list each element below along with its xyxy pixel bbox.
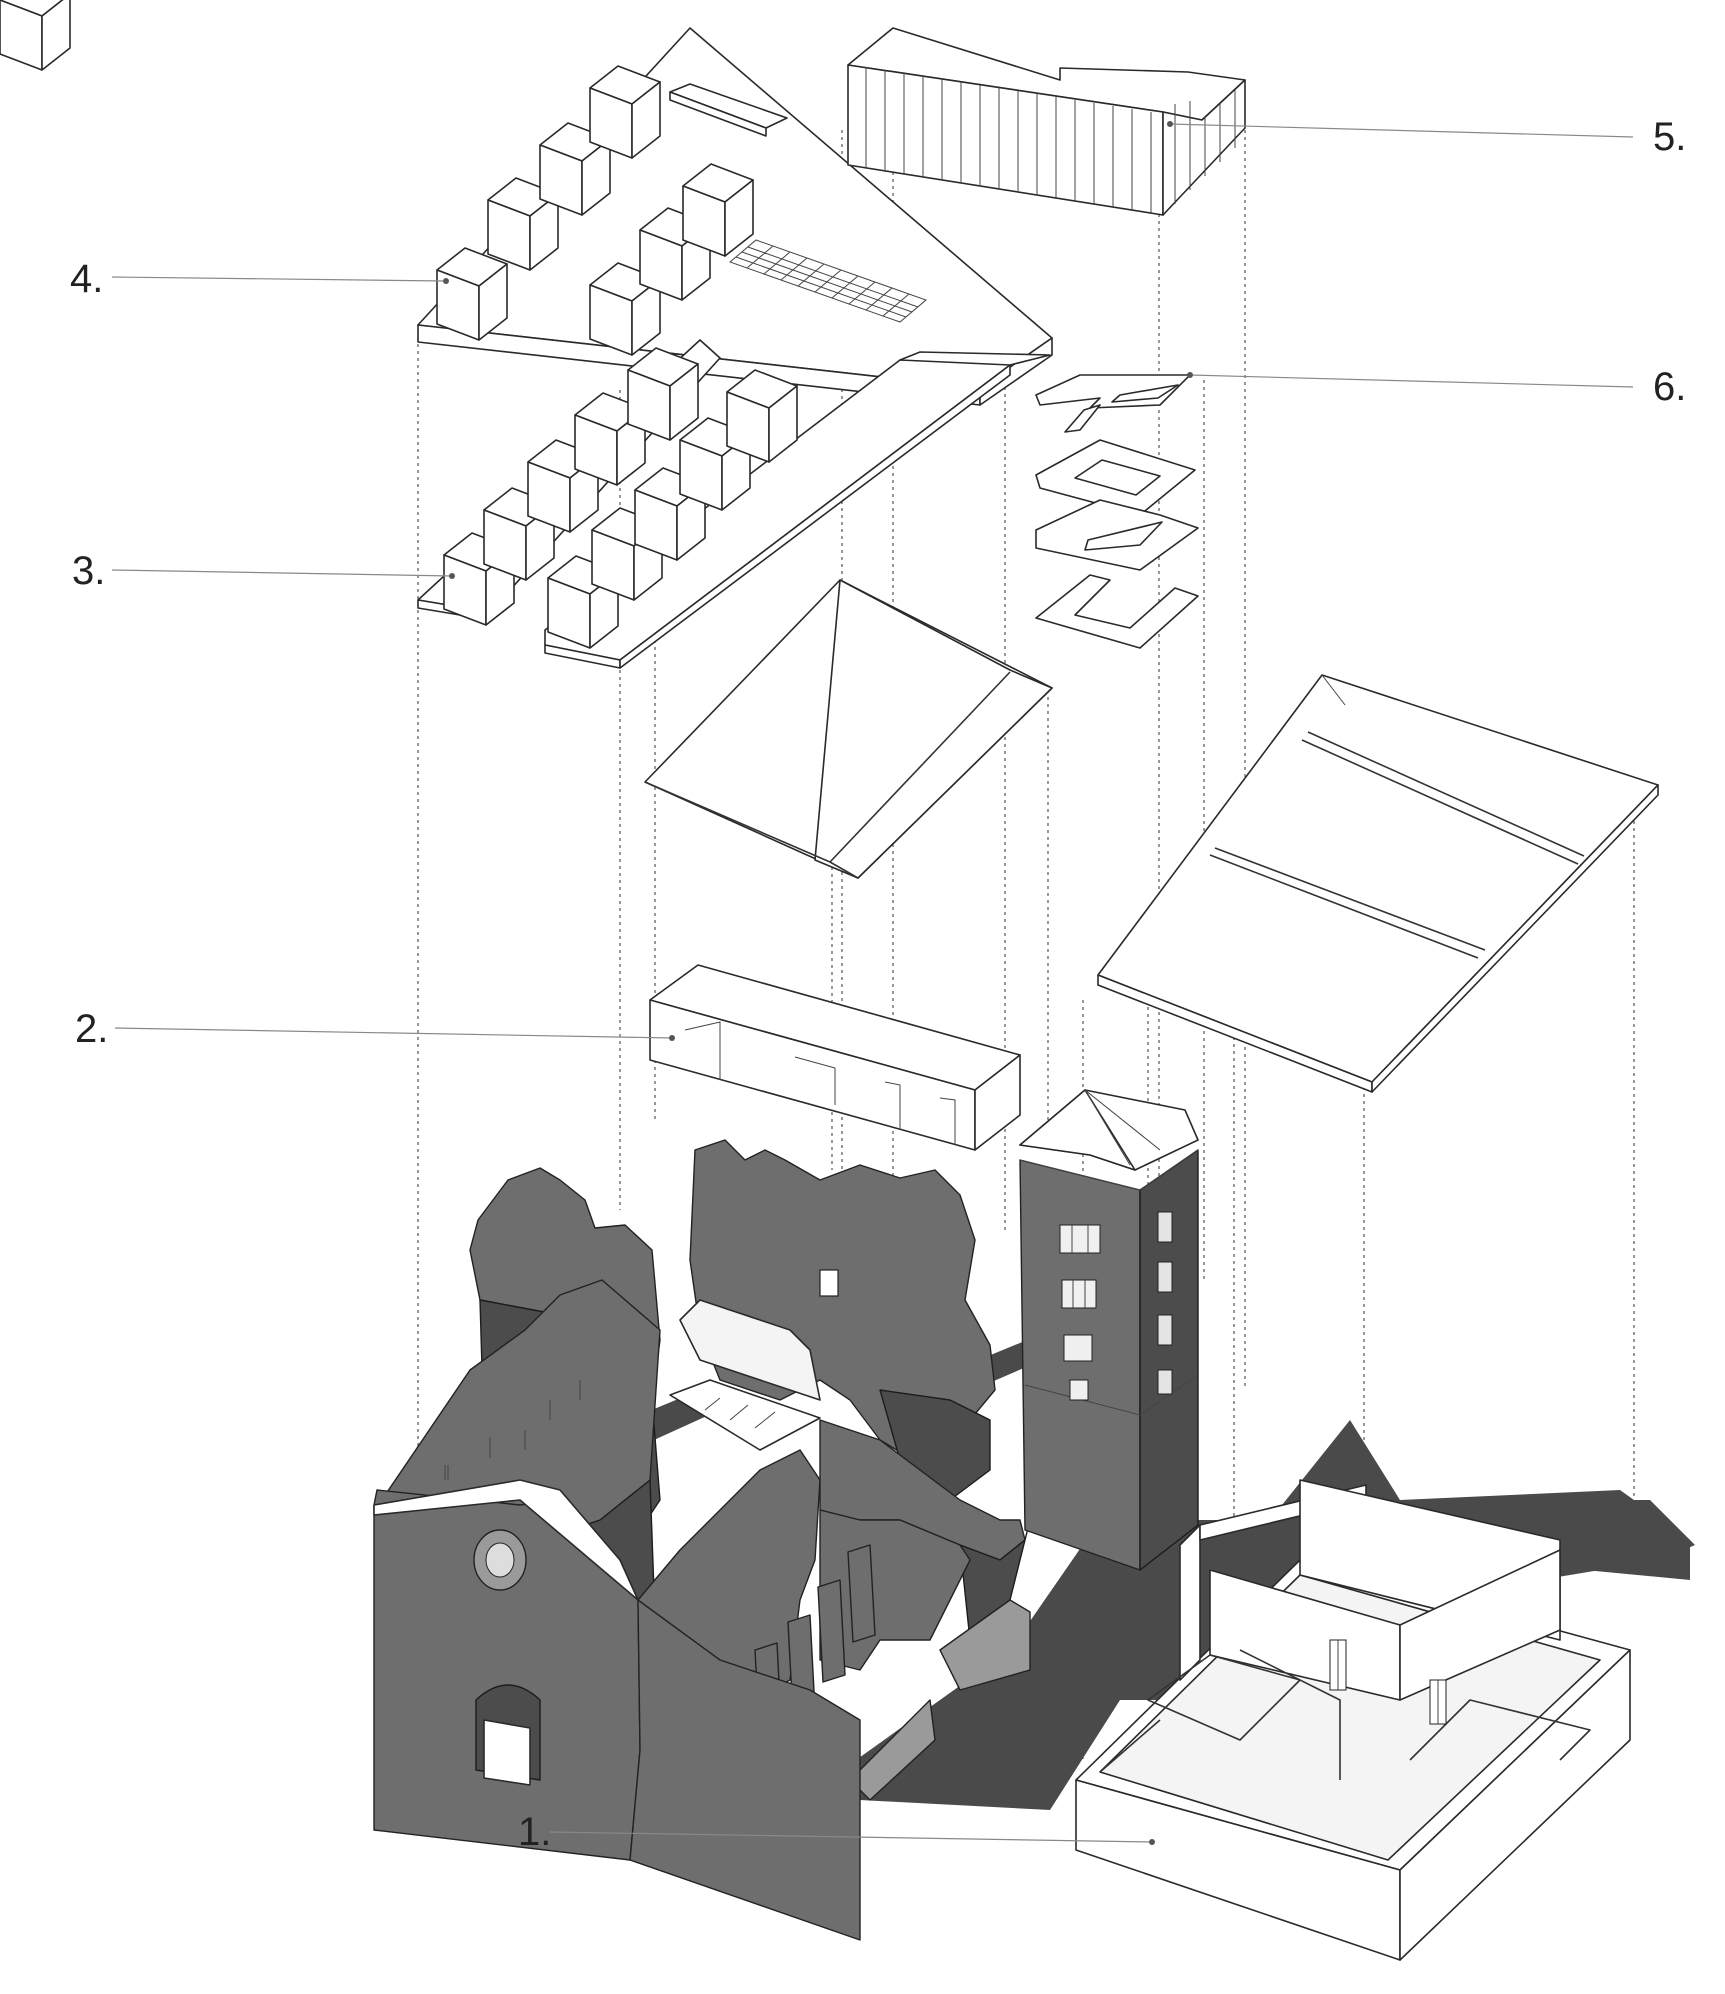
callout-1: 1. [518, 1810, 1155, 1854]
church-ruins [373, 1139, 1031, 1941]
callout-5: 5. [1167, 115, 1686, 159]
callout-3: 3. [72, 549, 455, 593]
tower-windows [1059, 1211, 1173, 1401]
callout-6: 6. [1187, 365, 1686, 409]
callout-label-1: 1. [518, 1810, 551, 1854]
level-1-volume [1075, 1479, 1631, 1961]
level-4-boxes [0, 0, 754, 356]
bell-tower [1019, 1089, 1199, 1571]
callout-2: 2. [75, 1007, 675, 1051]
level-6-stair-loops [1035, 374, 1199, 649]
level-5-volume [847, 27, 1246, 216]
callout-label-2: 2. [75, 1007, 108, 1051]
box [436, 247, 508, 341]
box [0, 0, 71, 71]
box [682, 163, 754, 257]
callout-label-3: 3. [72, 549, 105, 593]
box [627, 347, 699, 441]
box [726, 369, 798, 463]
callout-label-4: 4. [70, 257, 103, 301]
level-2-volume [649, 964, 1021, 1151]
callout-4: 4. [70, 257, 449, 301]
annex-roof [1097, 674, 1659, 1093]
callout-label-5: 5. [1653, 115, 1686, 159]
box [589, 65, 661, 159]
grid-mesh [729, 239, 927, 323]
nave-roof [644, 579, 1053, 879]
callout-label-6: 6. [1653, 365, 1686, 409]
